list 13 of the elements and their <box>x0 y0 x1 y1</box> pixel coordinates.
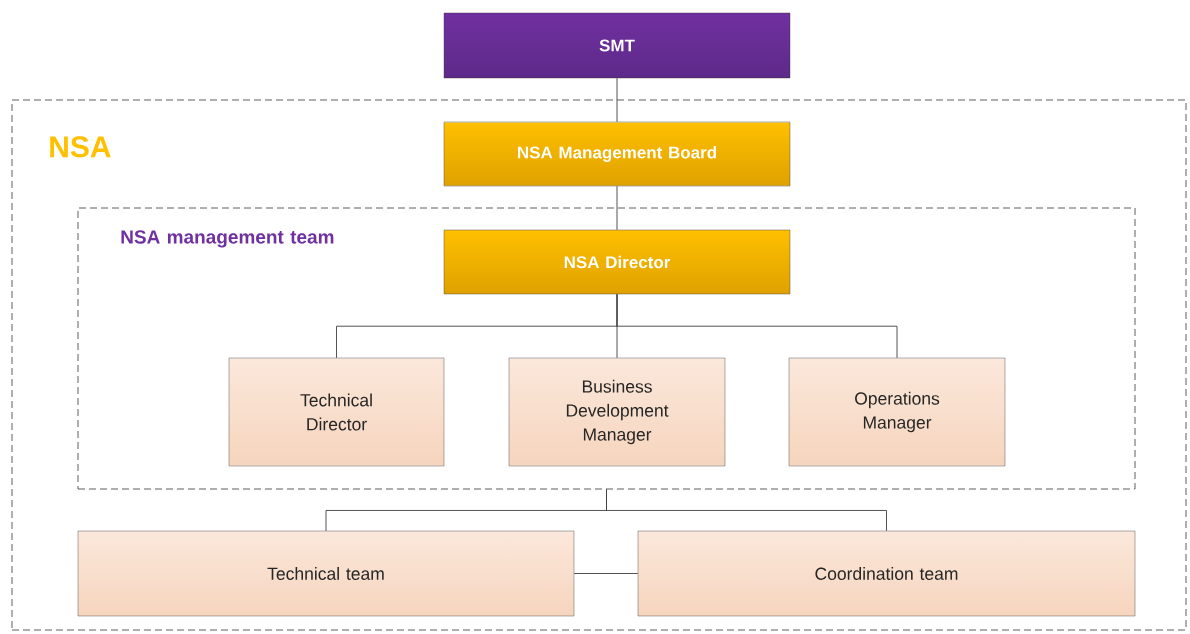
org-box: NSA Management Board <box>443 121 791 187</box>
org-box: NSA Director <box>443 229 791 295</box>
role-box: Technical Director <box>228 357 445 467</box>
connector-line <box>616 185 618 231</box>
role-box: Coordination team <box>637 530 1136 617</box>
connector-line <box>606 489 887 532</box>
role-box: Business Development Manager <box>508 357 726 467</box>
connector-line <box>616 293 898 359</box>
role-box: Operations Manager <box>788 357 1006 467</box>
role-box: Technical team <box>77 530 575 617</box>
connector-line <box>616 77 618 123</box>
org-box: SMT <box>443 12 791 79</box>
connector-line <box>573 573 639 574</box>
